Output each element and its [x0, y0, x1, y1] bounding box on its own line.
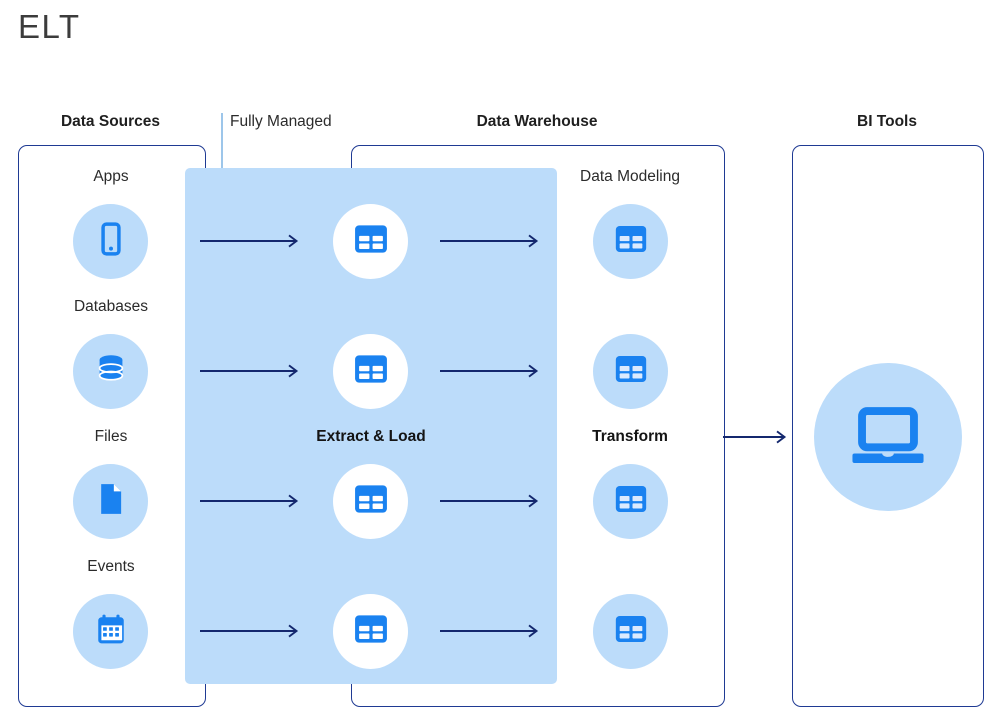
load-table-circle-1: [333, 204, 408, 279]
label-extract-and-load: Extract & Load: [316, 428, 426, 445]
label-data-modeling: Data Modeling: [580, 168, 680, 185]
arrow-load-to-warehouse-2: [440, 363, 543, 379]
arrow-warehouse-to-bi: [723, 429, 793, 445]
source-icon-files: [73, 464, 148, 539]
warehouse-table-circle-4: [593, 594, 668, 669]
caption-data-warehouse: Data Warehouse: [476, 113, 598, 130]
mobile-phone-icon: [92, 220, 130, 263]
table-icon: [350, 478, 392, 525]
label-apps: Apps: [93, 168, 129, 185]
load-table-circle-2: [333, 334, 408, 409]
warehouse-table-circle-2: [593, 334, 668, 409]
table-icon: [611, 609, 651, 654]
bi-tools-box: [792, 145, 984, 707]
arrow-source-to-load-4: [200, 623, 303, 639]
page-title: ELT: [18, 8, 81, 45]
source-icon-databases: [73, 334, 148, 409]
database-icon: [92, 350, 130, 393]
label-databases: Databases: [73, 298, 149, 315]
table-icon: [350, 608, 392, 655]
load-table-circle-4: [333, 594, 408, 669]
fully-managed-divider: [221, 113, 223, 170]
bi-tools-icon-circle: [814, 363, 962, 511]
laptop-icon: [847, 394, 929, 481]
table-icon: [350, 348, 392, 395]
calendar-icon: [93, 611, 129, 652]
label-events: Events: [87, 558, 135, 575]
caption-data-sources: Data Sources: [60, 113, 161, 130]
table-icon: [611, 219, 651, 264]
arrow-load-to-warehouse-4: [440, 623, 543, 639]
caption-bi-tools: BI Tools: [857, 113, 917, 130]
load-table-circle-3: [333, 464, 408, 539]
warehouse-table-circle-3: [593, 464, 668, 539]
table-icon: [611, 349, 651, 394]
arrow-source-to-load-3: [200, 493, 303, 509]
caption-fully-managed: Fully Managed: [230, 113, 332, 130]
arrow-load-to-warehouse-1: [440, 233, 543, 249]
source-icon-events: [73, 594, 148, 669]
table-icon: [350, 218, 392, 265]
label-transform: Transform: [592, 428, 668, 445]
warehouse-table-circle-1: [593, 204, 668, 279]
arrow-load-to-warehouse-3: [440, 493, 543, 509]
label-files: Files: [94, 428, 128, 445]
table-icon: [611, 479, 651, 524]
source-icon-apps: [73, 204, 148, 279]
document-file-icon: [92, 480, 130, 523]
arrow-source-to-load-2: [200, 363, 303, 379]
arrow-source-to-load-1: [200, 233, 303, 249]
